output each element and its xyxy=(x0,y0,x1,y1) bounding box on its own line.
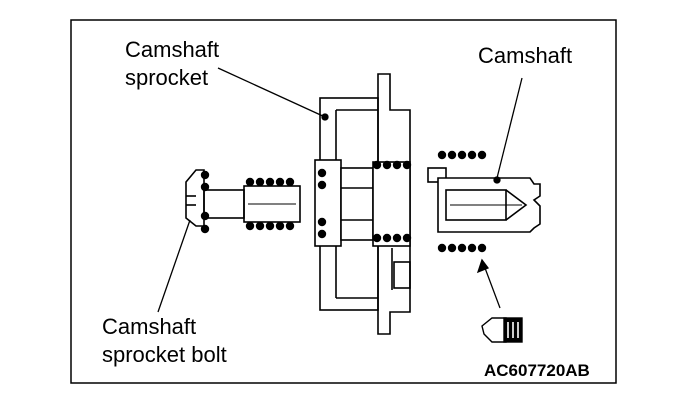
grease-dot xyxy=(245,221,255,231)
grease-dot xyxy=(477,243,487,253)
grease-dot xyxy=(402,233,412,243)
grease-dot xyxy=(477,150,487,160)
grease-dot xyxy=(392,160,402,170)
grease-dot xyxy=(255,177,265,187)
grease-dot xyxy=(275,177,285,187)
grease-dot xyxy=(402,160,412,170)
oil-can-icon xyxy=(481,317,523,343)
label-camshaft-sprocket-bolt: Camshaft sprocket bolt xyxy=(102,313,227,369)
grease-dot xyxy=(447,243,457,253)
grease-dot xyxy=(437,243,447,253)
grease-dot xyxy=(317,229,327,239)
label-camshaft-sprocket-line2: sprocket xyxy=(125,65,209,90)
grease-dot xyxy=(265,221,275,231)
camshaft xyxy=(427,167,541,233)
label-bolt-line1: Camshaft xyxy=(102,314,197,339)
grease-dot xyxy=(467,243,477,253)
grease-dot xyxy=(245,177,255,187)
figure-frame xyxy=(70,19,617,384)
grease-dot xyxy=(200,182,210,192)
grease-dot xyxy=(200,211,210,221)
grease-dot xyxy=(285,177,295,187)
grease-dot xyxy=(275,221,285,231)
grease-dot xyxy=(382,233,392,243)
camshaft-sprocket xyxy=(314,73,411,335)
grease-dot xyxy=(437,150,447,160)
grease-dot xyxy=(372,160,382,170)
grease-dot xyxy=(265,177,275,187)
label-camshaft: Camshaft xyxy=(478,43,573,68)
grease-dot xyxy=(467,150,477,160)
grease-dot xyxy=(317,180,327,190)
grease-dot xyxy=(200,170,210,180)
label-camshaft-sprocket-line1: Camshaft xyxy=(125,37,220,62)
label-camshaft-sprocket: Camshaft sprocket xyxy=(125,36,219,92)
grease-points xyxy=(200,150,487,253)
grease-dot xyxy=(382,160,392,170)
grease-dot xyxy=(457,150,467,160)
grease-dot xyxy=(317,168,327,178)
grease-dot xyxy=(392,233,402,243)
grease-dot xyxy=(285,221,295,231)
grease-dot xyxy=(372,233,382,243)
grease-dot xyxy=(457,243,467,253)
grease-dot xyxy=(255,221,265,231)
label-bolt-line2: sprocket bolt xyxy=(102,342,227,367)
grease-dot xyxy=(447,150,457,160)
grease-dot xyxy=(317,217,327,227)
grease-dot xyxy=(200,224,210,234)
figure-code: AC607720AB xyxy=(484,361,590,380)
leader-lines xyxy=(157,67,523,313)
